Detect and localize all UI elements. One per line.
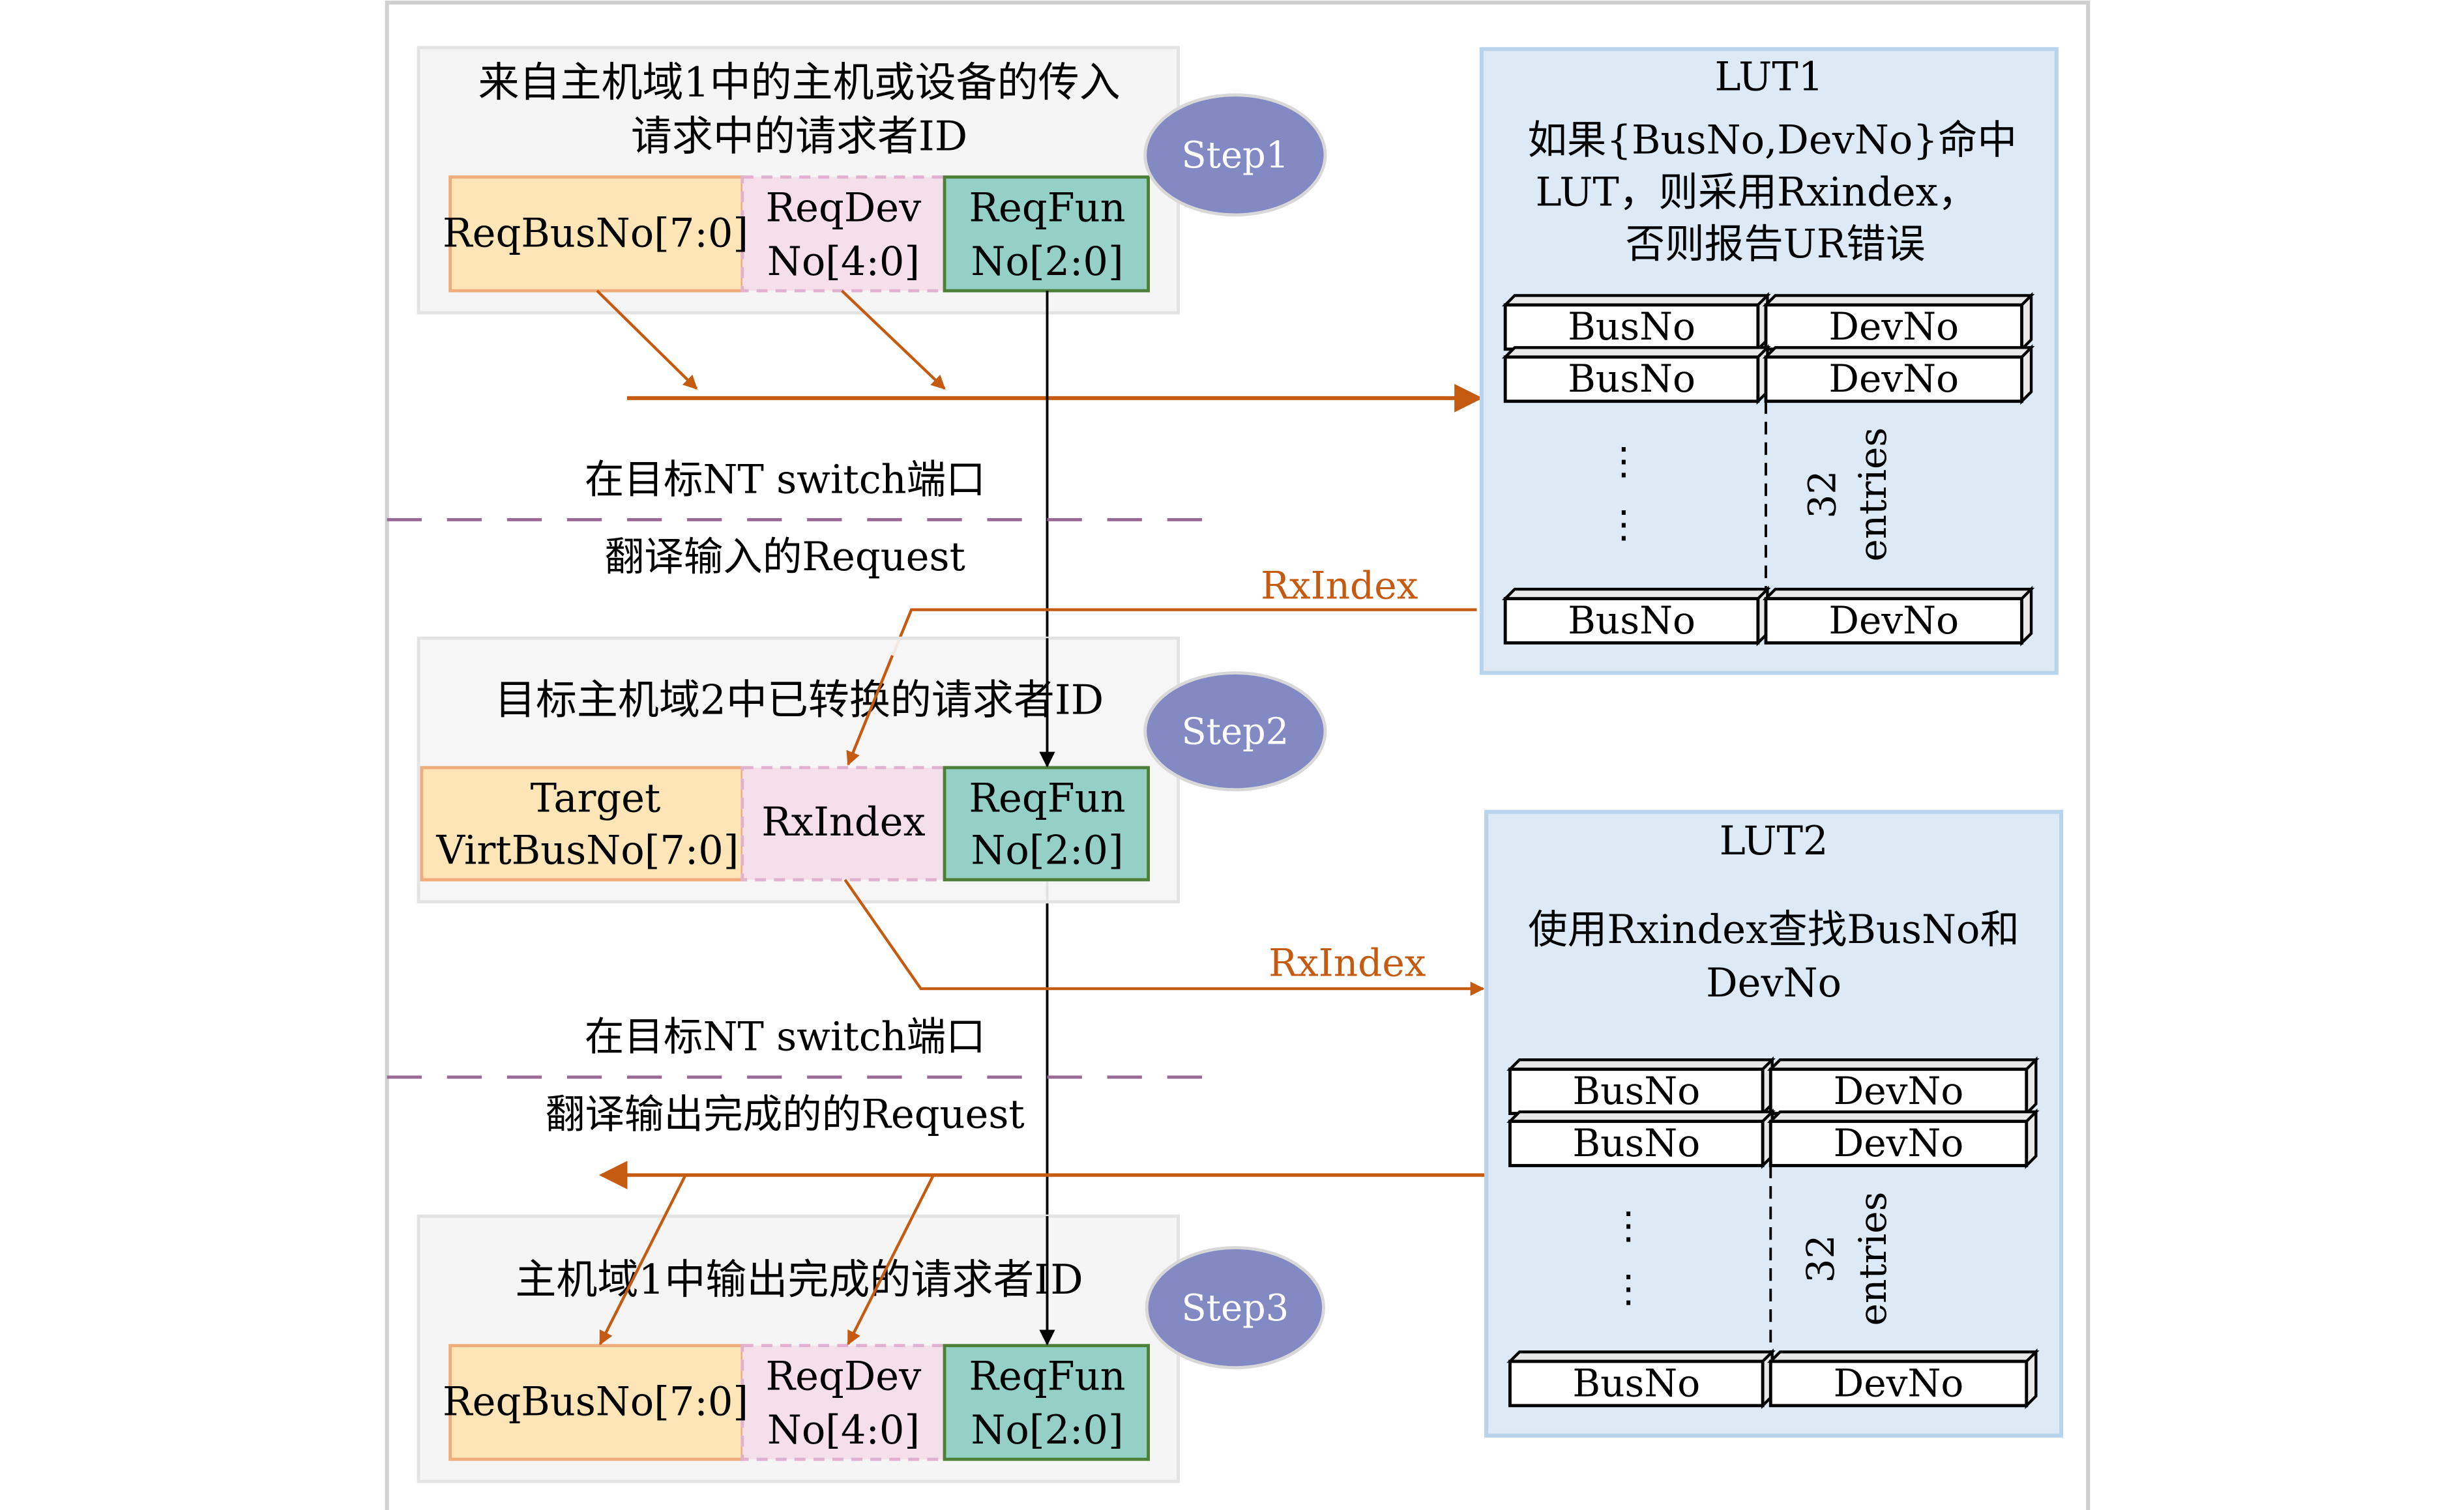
lut2-row3-devno-label: DevNo (1834, 1361, 1964, 1405)
step2-field-rxindex-label: RxIndex (761, 800, 925, 845)
lut2-row: BusNo DevNo (1506, 1056, 2040, 1117)
lut2-row3-busno (1508, 1359, 1765, 1408)
lut1-row3-devno (1764, 597, 2023, 645)
step1-field-reqdevno-label2: No[4:0] (767, 239, 920, 285)
lut1-ellipsis-1: ⋮ (1605, 439, 1643, 483)
step3-field-reqfunno (943, 1344, 1150, 1461)
step1-field-reqfunno-label1: ReqFun (969, 186, 1125, 231)
step2-field-reqfunno-label1: ReqFun (969, 776, 1125, 822)
step3-field-reqdevno-label1: ReqDev (766, 1354, 922, 1400)
step2-field-rxindex (741, 766, 946, 882)
step3-group: 主机域1中输出完成的请求者ID ReqBusNo[7:0] ReqDev No[… (417, 1214, 1325, 1483)
lut1-row2-devno-label: DevNo (1828, 356, 1959, 401)
rxindex-label-2: RxIndex (1269, 941, 1426, 985)
lut1-row: BusNo DevNo (1501, 585, 2035, 646)
lut2-row3-busno-label: BusNo (1572, 1361, 1700, 1405)
lut2-row2-devno-label: DevNo (1834, 1121, 1964, 1165)
lut1-row3-busno-label: BusNo (1568, 598, 1695, 643)
step1-title-line1: 来自主机域1中的主机或设备的传入 (478, 59, 1121, 106)
lut1-row1-devno-label: DevNo (1828, 304, 1959, 349)
lut2-title: LUT2 (1720, 819, 1828, 864)
lut1-row2-busno (1503, 355, 1760, 403)
step1-badge (1143, 93, 1327, 217)
step1-field-reqbusno (448, 175, 744, 293)
lut1-desc-line2: LUT，则采用Rxindex， (1535, 169, 1977, 215)
step3-field-reqfunno-label1: ReqFun (969, 1354, 1125, 1400)
arrow-to-step3-reqdev (847, 1174, 935, 1346)
step1-group: 来自主机域1中的主机或设备的传入 请求中的请求者ID ReqBusNo[7:0]… (417, 46, 1327, 315)
step3-field-reqdevno-label2: No[4:0] (767, 1408, 920, 1453)
arrow-rxindex-to-lut2 (843, 878, 1485, 996)
lut1-row1-busno-label: BusNo (1568, 304, 1695, 349)
lut1-row2-busno-label: BusNo (1568, 356, 1695, 401)
lut2-row2-devno (1768, 1120, 2029, 1167)
step3-field-reqdevno (741, 1344, 946, 1461)
step3-field-reqbusno (448, 1344, 744, 1461)
lut2-row2-busno-label: BusNo (1572, 1121, 1700, 1165)
section1-below-label: 翻译输入的Request (605, 534, 965, 580)
step3-badge (1145, 1246, 1325, 1370)
lut2-row: BusNo DevNo (1506, 1108, 2040, 1169)
arrow-to-step3-reqbus (598, 1174, 687, 1346)
step2-field-targetvirtbusno-label2: VirtBusNo[7:0] (435, 828, 739, 874)
lut2-row1-devno (1768, 1067, 2029, 1115)
lut2-count-label: entries (1851, 1192, 1895, 1326)
lut2-row1-busno (1508, 1067, 1765, 1115)
step1-title-line2: 请求中的请求者ID (631, 112, 967, 160)
lut1: LUT1 如果{BusNo,DevNo}命中 LUT，则采用Rxindex， 否… (1479, 47, 2059, 675)
step2-field-targetvirtbusno (420, 766, 744, 882)
step3-title: 主机域1中输出完成的请求者ID (515, 1256, 1083, 1303)
lut1-row2-devno (1764, 355, 2023, 403)
step1-badge-label: Step1 (1182, 134, 1289, 177)
step2-badge (1143, 671, 1327, 792)
lut1-row: BusNo DevNo (1501, 344, 2035, 405)
arrow-reqdev-to-lut1 (840, 289, 946, 390)
lut1-ellipsis-2: ⋮ (1605, 502, 1643, 546)
lut1-row3-busno (1503, 597, 1760, 645)
lut1-row: BusNo DevNo (1501, 292, 2035, 353)
section1-above-label: 在目标NT switch端口 (585, 457, 986, 502)
step3-field-reqbusno-label: ReqBusNo[7:0] (443, 1379, 748, 1425)
lut2-row1-busno-label: BusNo (1572, 1069, 1700, 1113)
lut2-row3-devno (1768, 1359, 2029, 1408)
step2-field-targetvirtbusno-label1: Target (531, 776, 661, 822)
step1-field-reqdevno (741, 175, 946, 293)
lut1-desc-line3: 否则报告UR错误 (1626, 222, 1926, 267)
rxindex-label-1: RxIndex (1261, 564, 1418, 608)
lut1-title: LUT1 (1714, 54, 1823, 100)
lut2-row2-busno (1508, 1120, 1765, 1167)
step2-badge-label: Step2 (1182, 711, 1289, 753)
step2-title: 目标主机域2中已转换的请求者ID (495, 676, 1104, 724)
step2-field-reqfunno-label2: No[2:0] (971, 828, 1123, 874)
step2-field-reqfunno (943, 766, 1150, 882)
step3-badge-label: Step3 (1182, 1287, 1289, 1329)
lut1-desc-line1: 如果{BusNo,DevNo}命中 (1527, 117, 2017, 163)
arrow-reqbus-to-lut1 (596, 289, 698, 390)
step2-group: 目标主机域2中已转换的请求者ID Target VirtBusNo[7:0] R… (417, 636, 1327, 904)
lut2-ellipsis-2: ⋮ (1609, 1266, 1647, 1311)
lut1-count-label: entries (1851, 428, 1895, 562)
lut2-desc-line1: 使用Rxindex查找BusNo和 (1528, 907, 2019, 953)
step1-field-reqfunno (943, 175, 1150, 293)
lut2: LUT2 使用Rxindex查找BusNo和 DevNo BusNo DevNo… (1484, 809, 2064, 1438)
step3-field-reqfunno-label2: No[2:0] (971, 1408, 1123, 1453)
lut2-row1-devno-label: DevNo (1834, 1069, 1964, 1113)
rxindex-step2-overlay (846, 655, 894, 766)
step1-field-reqbusno-label: ReqBusNo[7:0] (443, 211, 748, 256)
lut1-count-number: 32 (1800, 471, 1845, 519)
lut2-row: BusNo DevNo (1506, 1348, 2040, 1410)
section2-above-label: 在目标NT switch端口 (585, 1015, 986, 1060)
lut2-count-number: 32 (1798, 1234, 1843, 1283)
lut2-desc-line2: DevNo (1706, 961, 1841, 1006)
lut1-row3-devno-label: DevNo (1828, 598, 1959, 643)
step1-field-reqdevno-label1: ReqDev (766, 186, 922, 231)
lut2-ellipsis-1: ⋮ (1609, 1203, 1647, 1247)
section2-below-label: 翻译输出完成的的Request (546, 1092, 1025, 1137)
step1-field-reqfunno-label2: No[2:0] (971, 239, 1123, 285)
